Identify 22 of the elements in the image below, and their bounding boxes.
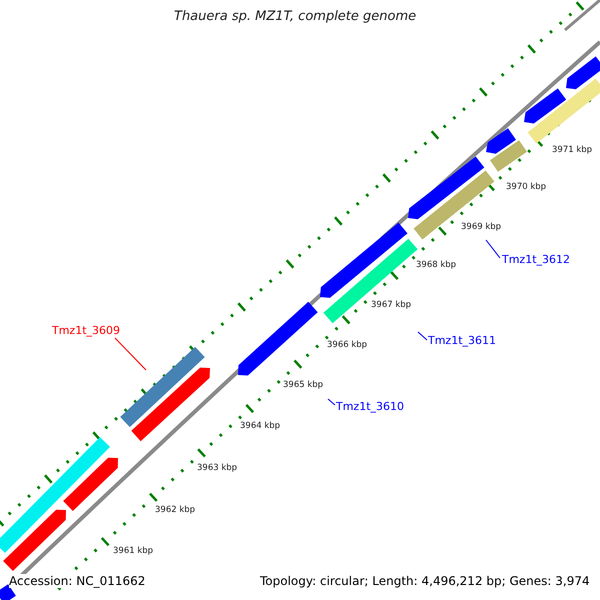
scale-label: 3966 kbp xyxy=(327,340,368,350)
leader-line xyxy=(486,240,500,258)
info-text: Topology: circular; Length: 4,496,212 bp; Genes: 3,974 xyxy=(260,574,590,588)
gene-label: Tmz1t_3609 xyxy=(52,324,120,337)
info-text: Accession: NC_011662 xyxy=(9,574,146,588)
scale-label: 3965 kbp xyxy=(283,380,324,390)
scale-label: 3963 kbp xyxy=(197,463,238,473)
scale-label: 3962 kbp xyxy=(155,505,196,515)
leader-line xyxy=(328,398,336,406)
gene-label: Tmz1t_3610 xyxy=(336,400,404,413)
scale-label: 3969 kbp xyxy=(461,222,502,232)
scale-label: 3970 kbp xyxy=(506,182,546,192)
scale-label: 3964 kbp xyxy=(240,421,280,431)
leader-line xyxy=(114,338,146,370)
scale-label: 3968 kbp xyxy=(416,260,456,270)
scale-label: 3961 kbp xyxy=(113,546,154,556)
scale-label: 3967 kbp xyxy=(371,300,412,310)
leader-line xyxy=(418,332,428,340)
chart-title: Thauera sp. MZ1T, complete genome xyxy=(174,9,416,24)
gene-label: Tmz1t_3612 xyxy=(502,253,570,266)
scale-label: 3971 kbp xyxy=(552,145,592,155)
gene-label: Tmz1t_3611 xyxy=(428,334,496,347)
